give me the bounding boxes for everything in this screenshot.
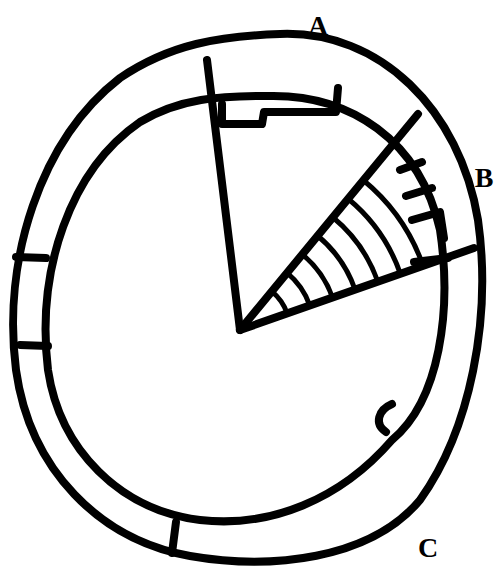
part-label: B: [475, 164, 494, 192]
ring-divider: [172, 522, 176, 553]
inner-ring: [46, 96, 445, 521]
part-label: C: [418, 534, 438, 562]
ring-notch: [379, 404, 392, 432]
ring-segment: [222, 88, 338, 124]
part-label: A: [308, 12, 328, 40]
ring-divider: [16, 257, 46, 258]
outer-ring: [13, 34, 482, 562]
hatch-arc: [287, 273, 310, 306]
hatch-arcs: [272, 180, 423, 313]
hatch-arc: [333, 217, 378, 281]
hatch-arc: [272, 291, 287, 313]
hatch-arc: [318, 236, 356, 290]
hatch-arc: [363, 180, 423, 265]
ring-segment: [400, 162, 448, 262]
hatch-arc: [302, 254, 332, 297]
ring-divider: [20, 345, 48, 346]
